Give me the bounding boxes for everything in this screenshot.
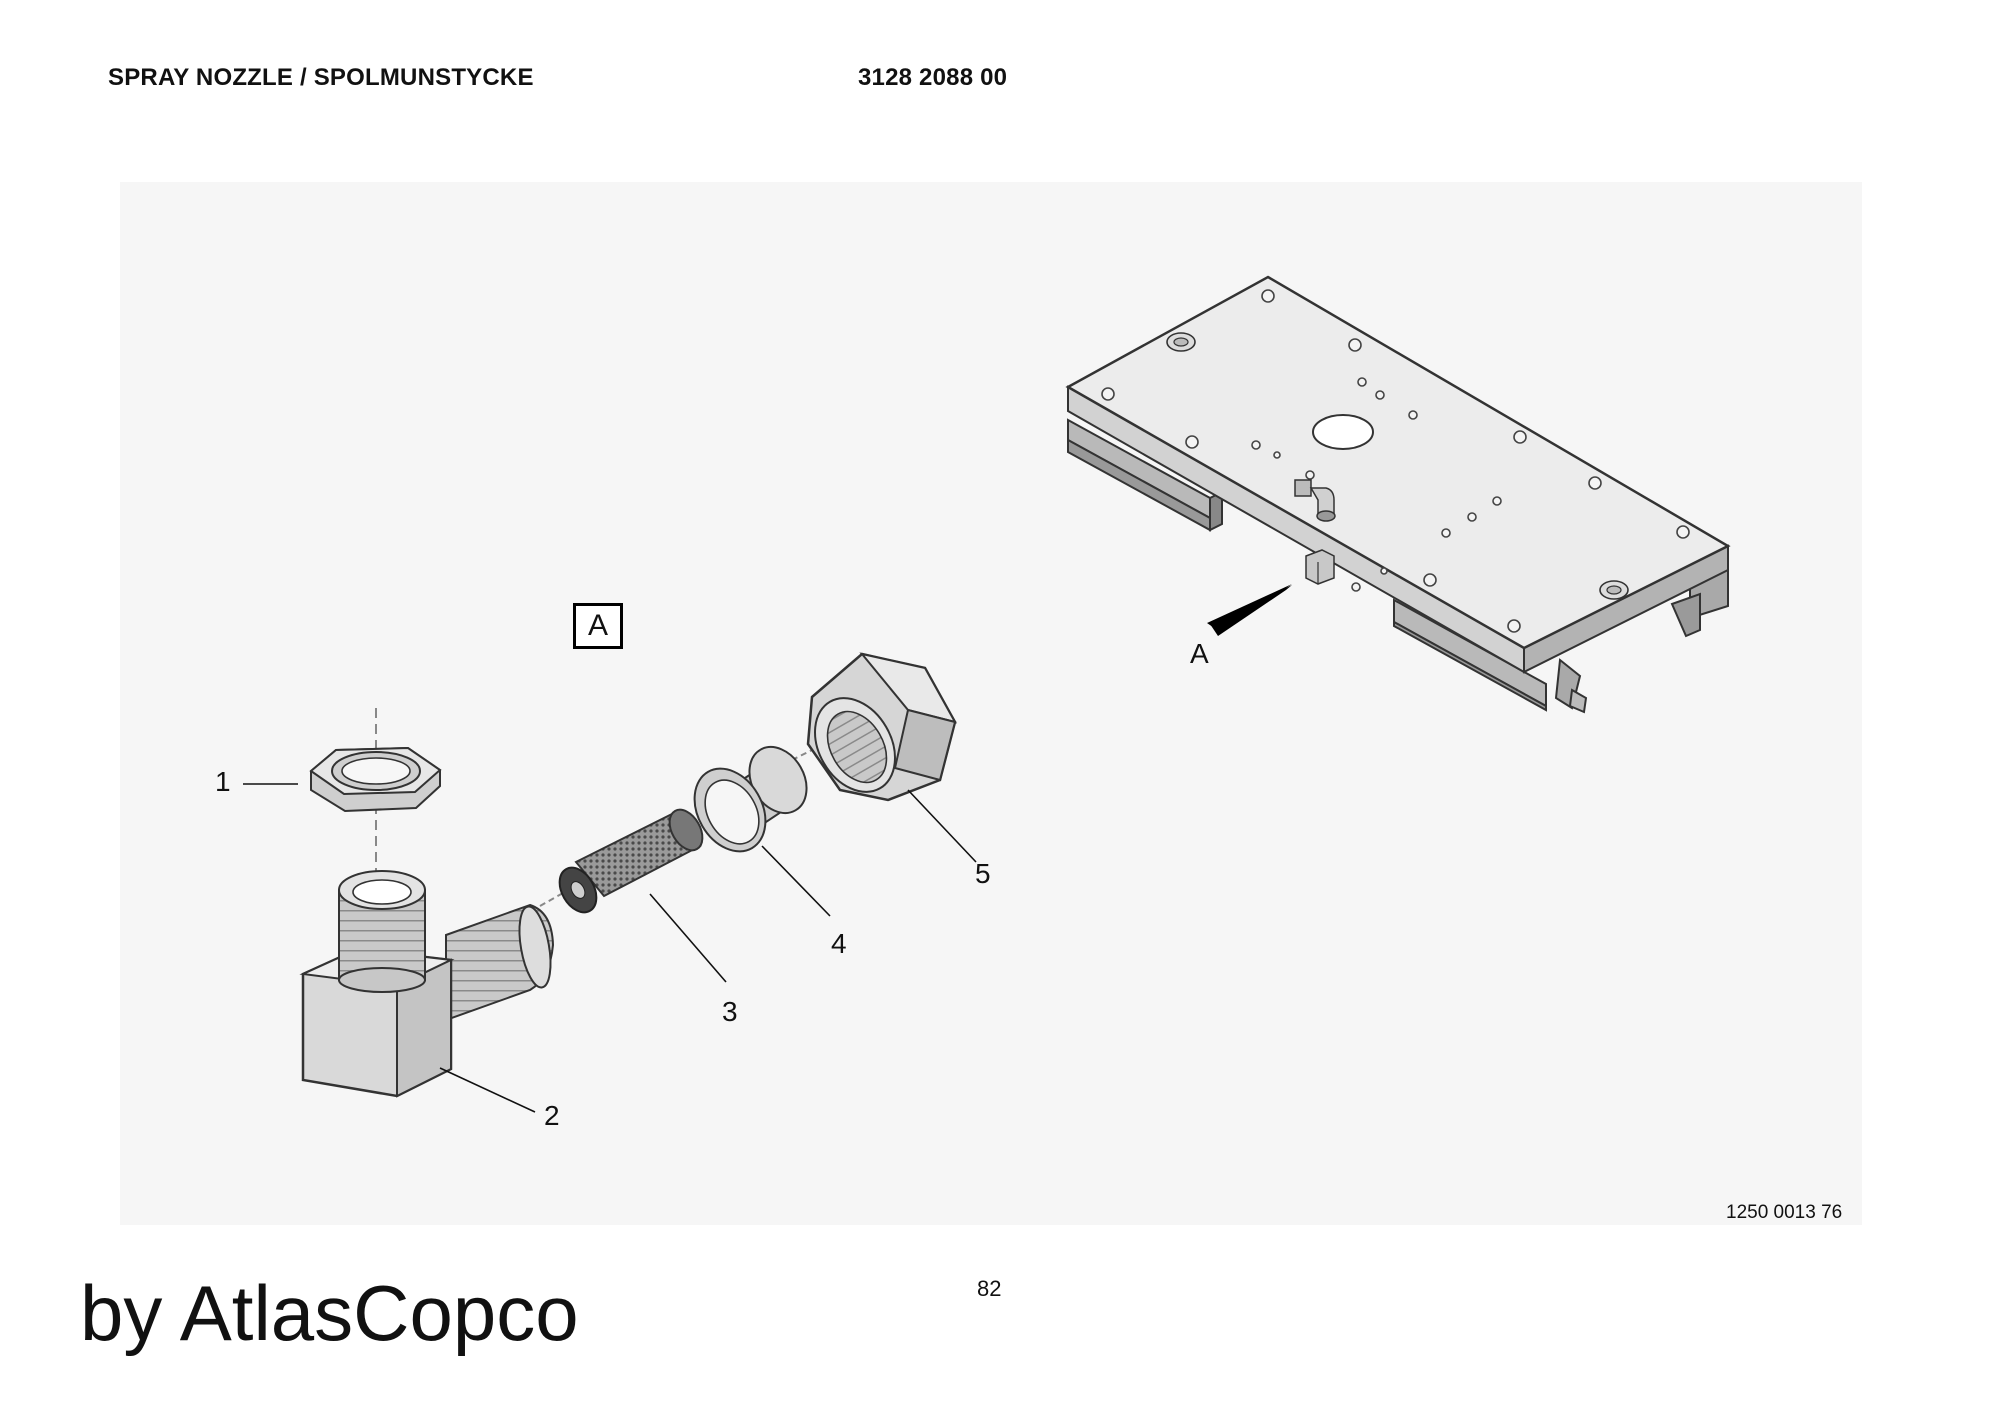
callout-leaders (243, 783, 977, 1113)
part-2-elbow-body (299, 870, 555, 1098)
part-1-lock-nut (309, 746, 442, 813)
drawing-number: 1250 0013 76 (1726, 1202, 1843, 1223)
callout-5: 5 (975, 858, 991, 889)
brand-watermark: by AtlasCopco (80, 1269, 579, 1357)
callout-1: 1 (215, 766, 231, 797)
machine-plate (1065, 275, 1731, 714)
page-number: 82 (977, 1276, 1002, 1301)
detail-view-label: A (573, 603, 623, 649)
part-3-strainer (558, 808, 704, 914)
part-5-union-nut (806, 652, 958, 802)
part-number: 3128 2088 00 (858, 64, 1008, 91)
document-title: SPRAY NOZZLE / SPOLMUNSTYCKE (108, 64, 534, 91)
part-4-sleeve (693, 746, 808, 853)
callout-4: 4 (831, 928, 847, 959)
callout-2: 2 (544, 1100, 560, 1131)
callout-3: 3 (722, 996, 738, 1027)
view-marker: A (1190, 638, 1209, 669)
